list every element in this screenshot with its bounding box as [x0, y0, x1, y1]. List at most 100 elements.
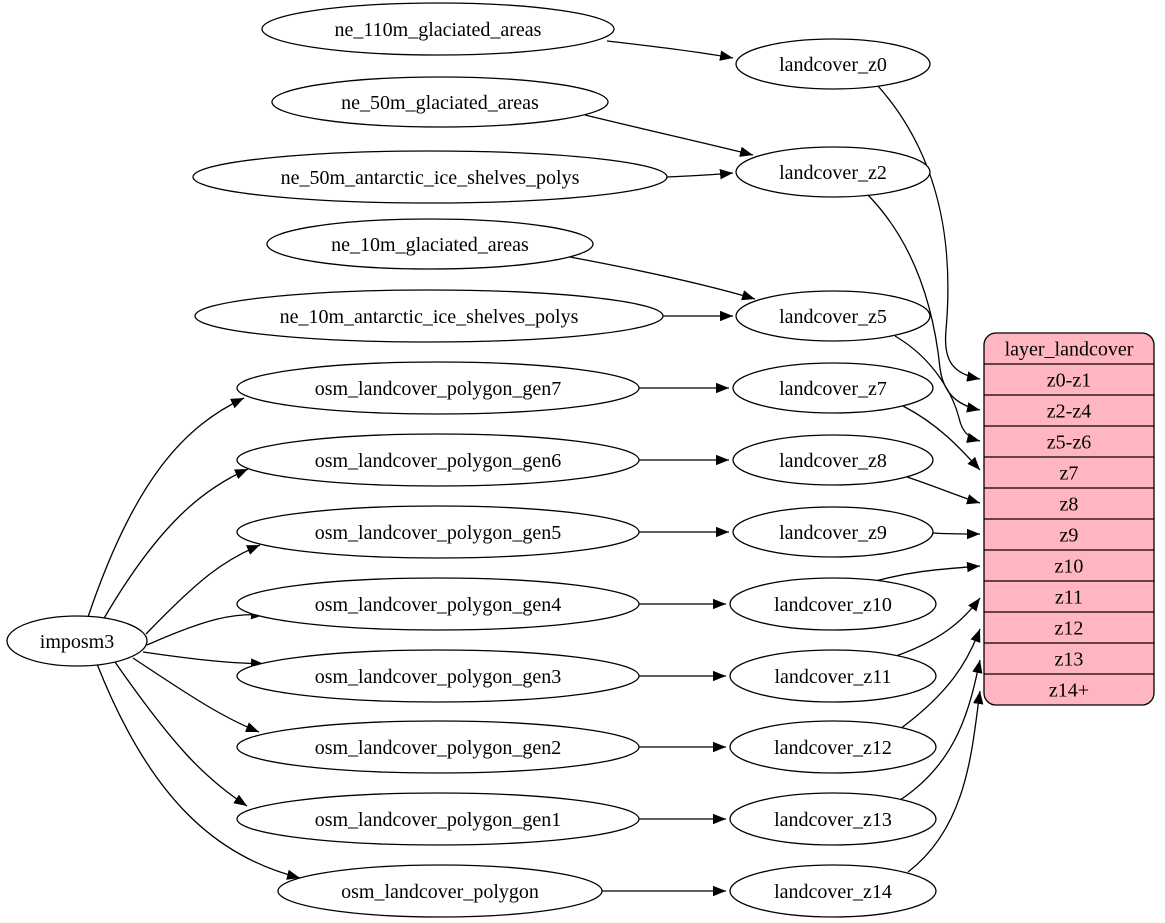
node-landcover-z9-shape: [732, 506, 934, 558]
node-ne-10m-glaciated-areas: ne_10m_glaciated_areas: [266, 218, 594, 270]
table-row-label-z5-z6: z5-z6: [1047, 432, 1091, 454]
layer-landcover-table: layer_landcoverz0-z1z2-z4z5-z6z7z8z9z10z…: [983, 332, 1155, 706]
node-osm-landcover-polygon-gen4-shape: [236, 577, 640, 631]
edge-imposm3-to-osm-landcover-polygon-gen4: [146, 608, 265, 646]
node-landcover-z14-label: landcover_z14: [774, 881, 892, 903]
node-landcover-z13: landcover_z13: [729, 792, 937, 846]
edge-landcover-z13-to-row-z13: [899, 659, 983, 801]
node-osm-landcover-polygon-gen5-label: osm_landcover_polygon_gen5: [315, 522, 562, 544]
node-landcover-z13-label: landcover_z13: [774, 809, 892, 831]
edge-landcover-z9-to-row-z9: [932, 528, 981, 540]
edge-landcover-z12-to-row-z12: [899, 628, 981, 730]
table-row-label-z10: z10: [1055, 556, 1084, 578]
node-landcover-z0-shape: [735, 38, 931, 90]
edge-imposm3-to-osm-landcover-polygon-gen2: [132, 657, 260, 733]
node-ne-50m-antarctic-ice-shelves-polys: ne_50m_antarctic_ice_shelves_polys: [192, 150, 668, 204]
node-ne-50m-glaciated-areas-label: ne_50m_glaciated_areas: [341, 92, 539, 114]
node-osm-landcover-polygon-gen6: osm_landcover_polygon_gen6: [236, 433, 640, 487]
node-landcover-z2-shape: [735, 146, 931, 198]
node-osm-landcover-polygon-gen5: osm_landcover_polygon_gen5: [236, 505, 640, 559]
node-ne-10m-glaciated-areas-shape: [266, 218, 594, 270]
node-ne-10m-antarctic-ice-shelves-polys: ne_10m_antarctic_ice_shelves_polys: [194, 289, 664, 343]
node-imposm3-label: imposm3: [40, 631, 114, 653]
table-row-label-z11: z11: [1055, 587, 1083, 609]
node-osm-landcover-polygon-gen6-label: osm_landcover_polygon_gen6: [315, 450, 562, 472]
table-row-label-z0-z1: z0-z1: [1047, 370, 1091, 392]
node-landcover-z8-shape: [732, 434, 934, 486]
node-landcover-z12: landcover_z12: [729, 720, 937, 774]
node-landcover-z11-shape: [729, 649, 937, 703]
node-ne-110m-glaciated-areas-shape: [261, 2, 615, 56]
node-landcover-z13-shape: [729, 792, 937, 846]
table-layer: layer_landcoverz0-z1z2-z4z5-z6z7z8z9z10z…: [983, 332, 1155, 706]
node-landcover-z2: landcover_z2: [735, 146, 931, 198]
node-osm-landcover-polygon-gen7: osm_landcover_polygon_gen7: [236, 361, 640, 415]
node-landcover-z5-label: landcover_z5: [779, 306, 887, 328]
node-landcover-z7: landcover_z7: [732, 362, 934, 414]
edge-landcover-z14-to-row-z14: [907, 690, 984, 873]
node-osm-landcover-polygon-label: osm_landcover_polygon: [341, 881, 539, 903]
edge-ne-50m-glaciated-areas-to-landcover-z2: [584, 114, 754, 157]
node-ne-10m-glaciated-areas-label: ne_10m_glaciated_areas: [331, 234, 529, 256]
node-ne-50m-glaciated-areas-shape: [271, 76, 609, 128]
edge-landcover-z5-to-row-z5-z6: [894, 335, 981, 443]
node-osm-landcover-polygon-gen1-shape: [236, 792, 640, 846]
node-landcover-z8: landcover_z8: [732, 434, 934, 486]
node-ne-110m-glaciated-areas: ne_110m_glaciated_areas: [261, 2, 615, 56]
node-landcover-z7-shape: [732, 362, 934, 414]
edge-imposm3-to-osm-landcover-polygon-gen1: [114, 661, 248, 807]
edge-imposm3-to-osm-landcover-polygon: [96, 663, 301, 880]
node-osm-landcover-polygon-shape: [277, 864, 603, 918]
node-osm-landcover-polygon-gen1-label: osm_landcover_polygon_gen1: [315, 809, 562, 831]
edges-layer: [87, 40, 984, 897]
node-landcover-z5-shape: [735, 290, 931, 342]
table-row-label-z14: z14+: [1049, 680, 1089, 702]
node-ne-10m-antarctic-ice-shelves-polys-shape: [194, 289, 664, 343]
edge-landcover-z8-to-row-z8: [906, 476, 981, 505]
node-osm-landcover-polygon-gen3-shape: [236, 649, 640, 703]
node-landcover-z11: landcover_z11: [729, 649, 937, 703]
node-landcover-z14-shape: [729, 864, 937, 918]
node-landcover-z9: landcover_z9: [732, 506, 934, 558]
table-row-label-z8: z8: [1060, 494, 1079, 516]
edge-landcover-z0-to-row-z0-z1: [877, 85, 981, 382]
node-osm-landcover-polygon-gen7-label: osm_landcover_polygon_gen7: [315, 378, 562, 400]
node-osm-landcover-polygon: osm_landcover_polygon: [277, 864, 603, 918]
node-landcover-z2-label: landcover_z2: [779, 162, 887, 184]
node-osm-landcover-polygon-gen3: osm_landcover_polygon_gen3: [236, 649, 640, 703]
node-landcover-z10-shape: [729, 577, 937, 631]
node-landcover-z5: landcover_z5: [735, 290, 931, 342]
node-ne-10m-antarctic-ice-shelves-polys-label: ne_10m_antarctic_ice_shelves_polys: [280, 306, 579, 328]
edge-imposm3-to-osm-landcover-polygon-gen5: [145, 544, 261, 635]
node-landcover-z8-label: landcover_z8: [779, 450, 887, 472]
edge-imposm3-to-osm-landcover-polygon-gen6: [102, 468, 249, 621]
edge-imposm3-to-osm-landcover-polygon-gen3: [142, 651, 265, 669]
node-landcover-z14: landcover_z14: [729, 864, 937, 918]
node-landcover-z12-label: landcover_z12: [774, 737, 892, 759]
edge-landcover-z7-to-row-z7: [902, 405, 981, 471]
node-osm-landcover-polygon-gen4: osm_landcover_polygon_gen4: [236, 577, 640, 631]
node-osm-landcover-polygon-gen2: osm_landcover_polygon_gen2: [236, 720, 640, 774]
node-landcover-z10-label: landcover_z10: [774, 594, 892, 616]
nodes-layer: imposm3 ne_110m_glaciated_areas ne_50m_gla…: [6, 2, 937, 918]
edge-landcover-z11-to-row-z11: [892, 597, 981, 658]
edge-ne-10m-glaciated-areas-to-landcover-z5: [569, 256, 756, 301]
node-landcover-z10: landcover_z10: [729, 577, 937, 631]
node-ne-50m-glaciated-areas: ne_50m_glaciated_areas: [271, 76, 609, 128]
table-title: layer_landcover: [1005, 339, 1134, 361]
node-osm-landcover-polygon-gen4-label: osm_landcover_polygon_gen4: [315, 594, 562, 616]
node-landcover-z11-label: landcover_z11: [775, 666, 892, 688]
table-row-label-z13: z13: [1055, 649, 1084, 671]
node-osm-landcover-polygon-gen3-label: osm_landcover_polygon_gen3: [315, 666, 562, 688]
node-landcover-z0-label: landcover_z0: [779, 54, 887, 76]
node-osm-landcover-polygon-gen5-shape: [236, 505, 640, 559]
node-osm-landcover-polygon-gen6-shape: [236, 433, 640, 487]
edge-imposm3-to-osm-landcover-polygon-gen7: [87, 397, 245, 618]
node-landcover-z9-label: landcover_z9: [779, 522, 887, 544]
edge-ne-110m-glaciated-areas-to-landcover-z0: [606, 40, 734, 61]
node-ne-110m-glaciated-areas-label: ne_110m_glaciated_areas: [335, 19, 542, 41]
edge-landcover-z10-to-row-z10: [871, 561, 981, 583]
node-imposm3: imposm3: [6, 615, 148, 667]
edge-ne-50m-antarctic-ice-shelves-polys-to-landcover-z2: [666, 169, 734, 180]
